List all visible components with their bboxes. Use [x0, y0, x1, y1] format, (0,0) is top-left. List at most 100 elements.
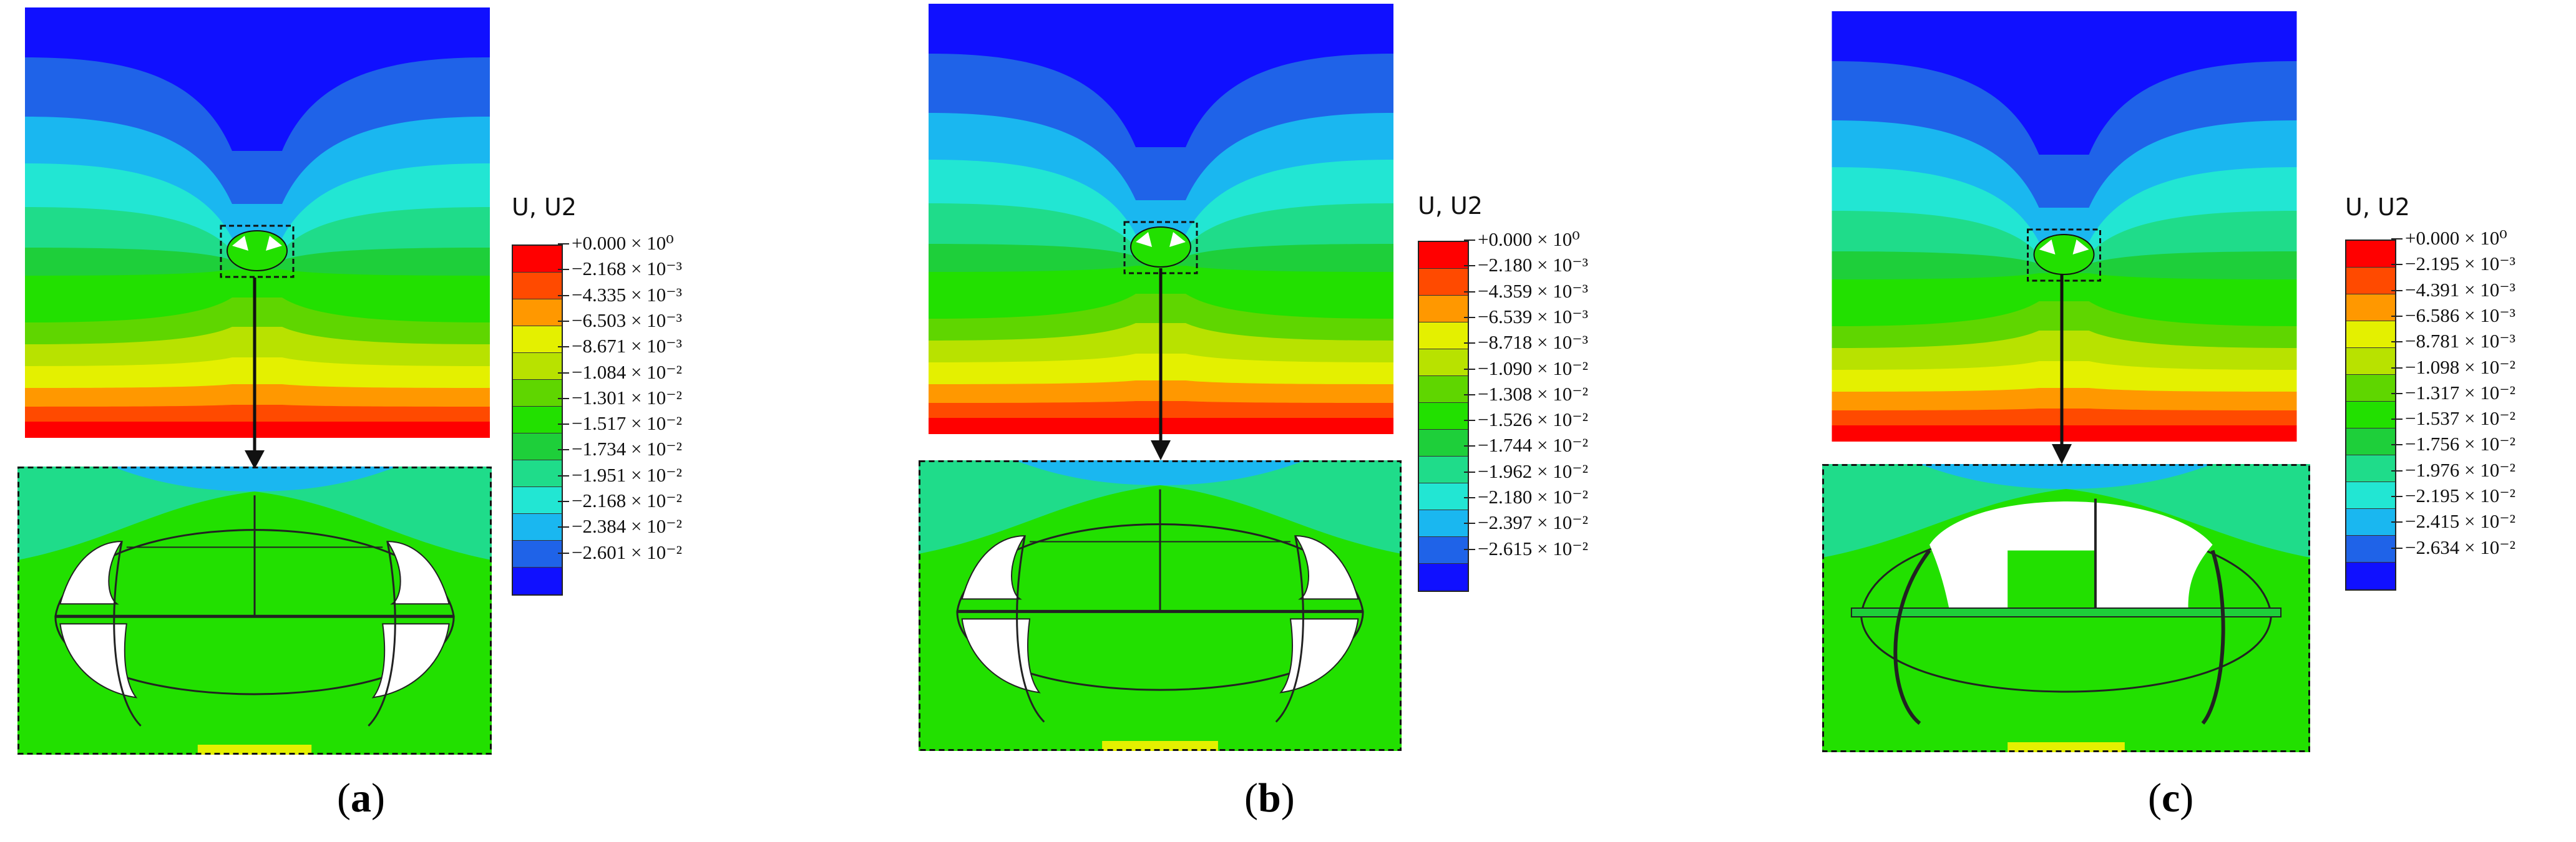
panel-a: U, U2 +0.000 × 10⁰−2.168 × 10⁻³−4.335 × …	[0, 0, 859, 842]
legend-color-bar	[2345, 240, 2396, 591]
legend-swatch	[2346, 455, 2395, 482]
detail-upper-band	[919, 460, 1402, 554]
left-arch-wall	[1893, 549, 1931, 725]
legend-label: −8.671 × 10⁻³	[558, 335, 682, 357]
legend-swatch	[1419, 457, 1468, 483]
right-arch-wall	[368, 541, 396, 727]
legend-label: −1.317 × 10⁻²	[2391, 381, 2515, 404]
detail-frame	[1822, 464, 2310, 752]
zoom-connector-a	[245, 278, 265, 469]
legend-label: −2.615 × 10⁻²	[1464, 537, 1588, 559]
legend-label: −1.951 × 10⁻²	[558, 463, 682, 486]
legend-swatch	[1419, 376, 1468, 403]
tunnel-void	[2039, 240, 2056, 254]
legend-label: −2.195 × 10⁻²	[2391, 485, 2515, 506]
right-lower-void	[1279, 618, 1359, 694]
contour-band	[25, 422, 490, 438]
legend-swatch	[1419, 537, 1468, 564]
legend-title: U, U2	[2345, 193, 2410, 221]
legend-swatch	[513, 273, 562, 299]
legend-label: −1.734 × 10⁻²	[558, 438, 682, 460]
legend-swatch	[1419, 322, 1468, 349]
detail-frame	[919, 460, 1402, 751]
caption-a: (a)	[337, 775, 385, 821]
legend-swatch	[2346, 241, 2395, 268]
legend-label: −6.586 × 10⁻³	[2391, 304, 2515, 326]
tunnel-void	[2072, 240, 2089, 254]
legend-swatch	[1419, 296, 1468, 322]
legend-label: −2.195 × 10⁻³	[2391, 253, 2515, 275]
detail-top-band	[1920, 464, 2213, 489]
legend-swatch	[1419, 510, 1468, 537]
legend-label: −2.180 × 10⁻²	[1464, 486, 1588, 508]
legend-swatch	[2346, 402, 2395, 428]
contour-plot-a	[25, 7, 490, 438]
zoom-detail-a	[17, 467, 492, 755]
legend-swatch	[513, 380, 562, 407]
legend-label: −2.397 × 10⁻²	[1464, 511, 1588, 534]
arrow-head-a	[245, 450, 265, 469]
legend-label: +0.000 × 10⁰	[558, 232, 674, 254]
legend-label: −2.168 × 10⁻²	[558, 490, 682, 511]
detail-top-band	[1015, 460, 1305, 485]
legend-swatch	[513, 541, 562, 568]
legend-swatch	[513, 407, 562, 433]
legend-swatch	[2346, 321, 2395, 348]
zoom-box	[2027, 228, 2101, 282]
legend-label: −1.526 × 10⁻²	[1464, 409, 1588, 431]
legend-label: −2.415 × 10⁻²	[2391, 510, 2515, 533]
legend-swatch	[513, 487, 562, 514]
right-arch-wall	[1275, 535, 1304, 723]
contour-plot-c	[1832, 11, 2297, 442]
legend-swatch	[1419, 483, 1468, 510]
legend-label: −4.391 × 10⁻³	[2391, 278, 2515, 301]
legend-title: U, U2	[512, 193, 577, 221]
legend-label: −4.359 × 10⁻³	[1464, 279, 1588, 302]
legend-swatch	[513, 246, 562, 273]
zoom-connector-b	[1151, 268, 1171, 460]
legend-swatch	[1419, 403, 1468, 430]
legend-label: −2.168 × 10⁻³	[558, 258, 682, 280]
legend-label: −1.744 × 10⁻²	[1464, 434, 1588, 457]
legend-swatch	[513, 514, 562, 541]
legend-swatch	[513, 353, 562, 380]
legend-swatch	[2346, 509, 2395, 536]
legend-label: −1.517 × 10⁻²	[558, 412, 682, 435]
legend-swatch	[2346, 348, 2395, 375]
detail-bottom-band	[2008, 742, 2125, 752]
right-lower-void	[371, 623, 450, 699]
legend-label: −6.503 × 10⁻³	[558, 309, 682, 331]
legend-swatch	[2346, 428, 2395, 455]
legend-swatch	[1419, 564, 1468, 591]
legend-swatch	[2346, 375, 2395, 402]
legend-label: −1.756 × 10⁻²	[2391, 433, 2515, 455]
tunnel-void	[232, 236, 248, 251]
legend-label: −2.634 × 10⁻²	[2391, 536, 2515, 558]
detail-bottom-band	[1102, 741, 1218, 751]
legend-label: −2.180 × 10⁻³	[1464, 254, 1588, 276]
legend-label: +0.000 × 10⁰	[1464, 228, 1580, 250]
legend-label: −8.781 × 10⁻³	[2391, 330, 2515, 352]
tunnel-void	[266, 236, 282, 251]
legend-label: −2.384 × 10⁻²	[558, 515, 682, 538]
legend-swatch	[1419, 242, 1468, 269]
legend-swatch	[1419, 269, 1468, 296]
left-lower-void	[961, 618, 1041, 694]
contour-plot-b	[929, 4, 1393, 434]
legend-color-bar	[512, 244, 563, 596]
caption-c: (c)	[2148, 775, 2194, 821]
arrow-head-c	[2052, 444, 2072, 464]
legend-swatch	[2346, 294, 2395, 321]
detail-top-band	[112, 467, 397, 491]
caption-b: (b)	[1244, 775, 1295, 821]
legend-label: −1.098 × 10⁻²	[2391, 356, 2515, 378]
legend-label: −1.084 × 10⁻²	[558, 361, 682, 383]
legend-label: +0.000 × 10⁰	[2391, 227, 2507, 249]
zoom-box	[220, 225, 295, 278]
legend-swatch	[1419, 349, 1468, 376]
legend-label: −1.976 × 10⁻²	[2391, 458, 2515, 481]
legend-swatch	[2346, 482, 2395, 509]
detail-upper-band	[17, 467, 492, 560]
legend-swatch	[513, 568, 562, 594]
detail-bottom-band	[197, 745, 312, 755]
